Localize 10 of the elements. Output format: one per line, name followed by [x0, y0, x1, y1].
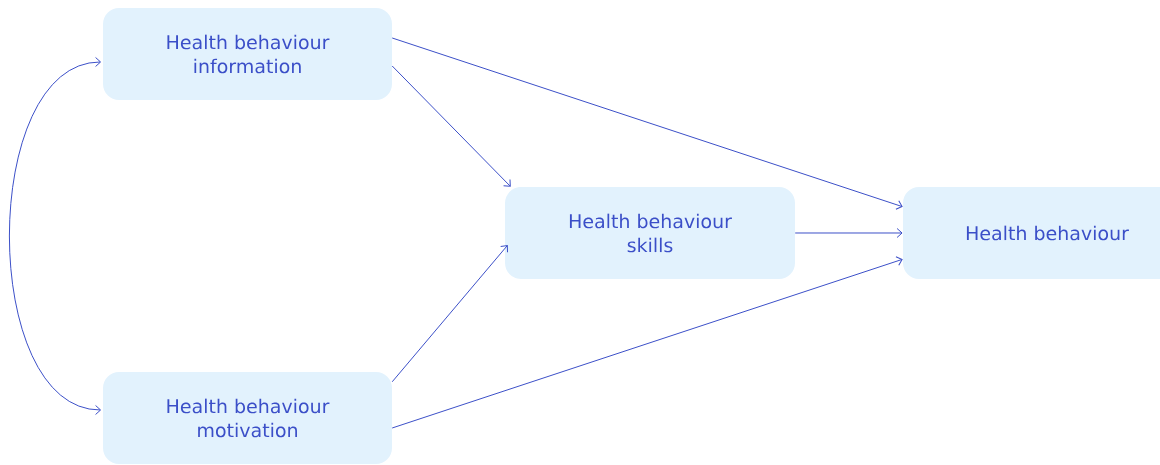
arrow	[391, 256, 903, 429]
process-box: Health behaviour motivation	[103, 372, 392, 464]
arrow	[8, 57, 102, 415]
arrow	[391, 65, 511, 187]
arrow	[391, 37, 903, 210]
process-box: Health behaviour skills	[505, 187, 795, 279]
process-box: Health behaviour information	[103, 8, 392, 100]
arrow	[794, 228, 903, 238]
process-box: Health behaviour	[903, 187, 1160, 279]
arrow	[391, 245, 509, 383]
